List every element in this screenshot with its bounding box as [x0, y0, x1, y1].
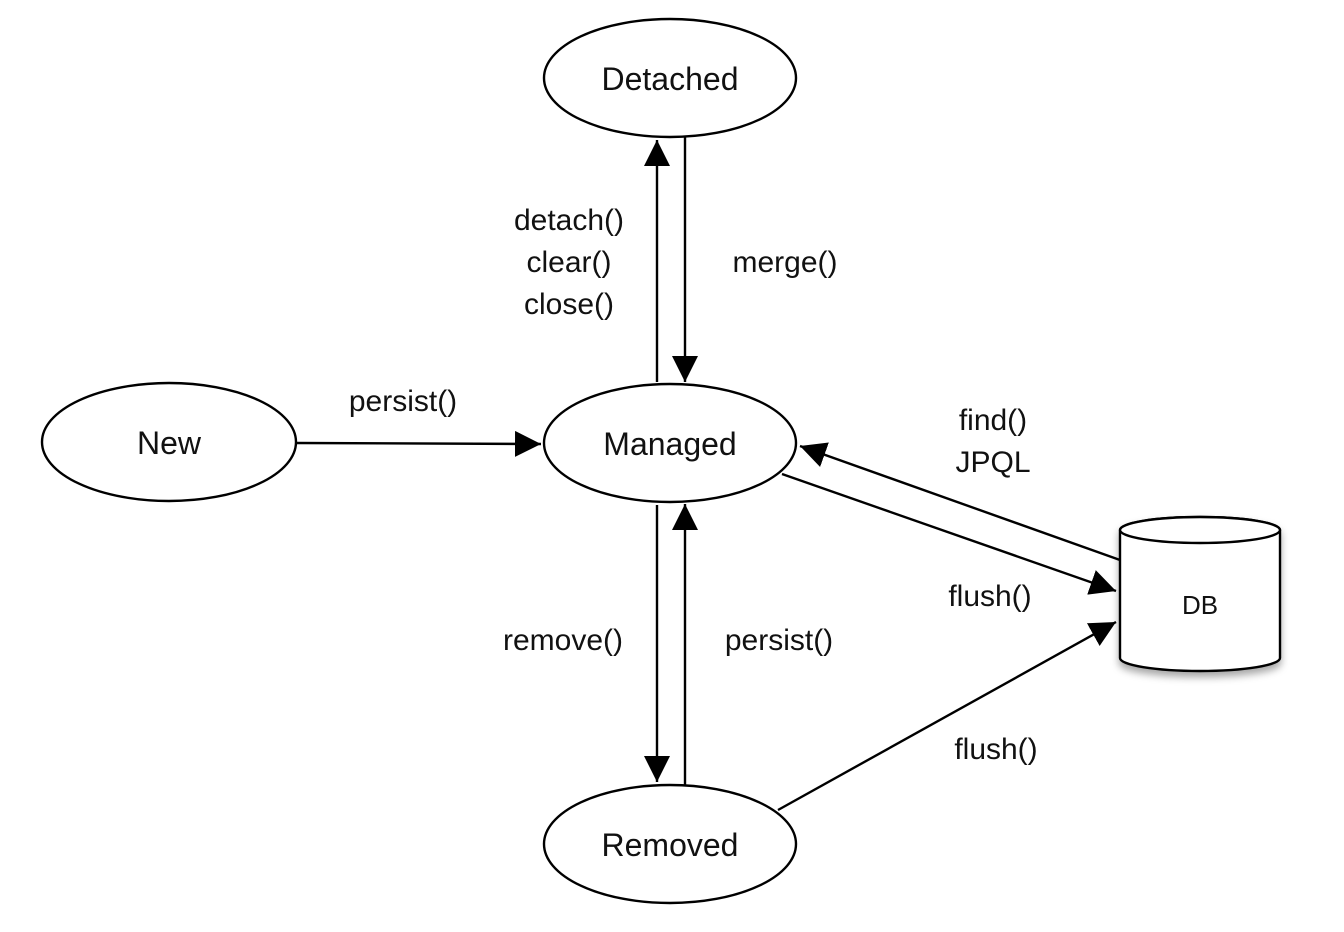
node-managed: Managed [542, 382, 798, 504]
node-new-label: New [137, 425, 202, 461]
node-managed-label: Managed [603, 426, 736, 462]
label-find: find() [959, 404, 1027, 437]
label-flush-removed: flush() [954, 733, 1037, 766]
label-flush-managed: flush() [948, 580, 1031, 613]
label-remove: remove() [503, 624, 623, 657]
node-removed: Removed [542, 783, 798, 905]
edge-removed-to-db [777, 620, 1117, 812]
label-persist-removed: persist() [725, 624, 833, 657]
label-clear: clear() [526, 246, 611, 279]
node-new: New [40, 381, 298, 503]
node-detached-label: Detached [602, 61, 739, 97]
label-persist-new: persist() [349, 385, 457, 418]
node-removed-label: Removed [602, 827, 739, 863]
db-cylinder: DB [1118, 515, 1282, 673]
edge-managed-to-db [781, 472, 1117, 595]
edge-db-to-managed [799, 442, 1121, 562]
node-detached: Detached [542, 17, 798, 139]
label-merge: merge() [732, 246, 837, 279]
label-jpql: JPQL [955, 446, 1030, 479]
db-label: DB [1182, 590, 1218, 620]
label-close: close() [524, 288, 614, 321]
edge-new-to-managed [295, 430, 542, 457]
label-detach: detach() [514, 204, 624, 237]
